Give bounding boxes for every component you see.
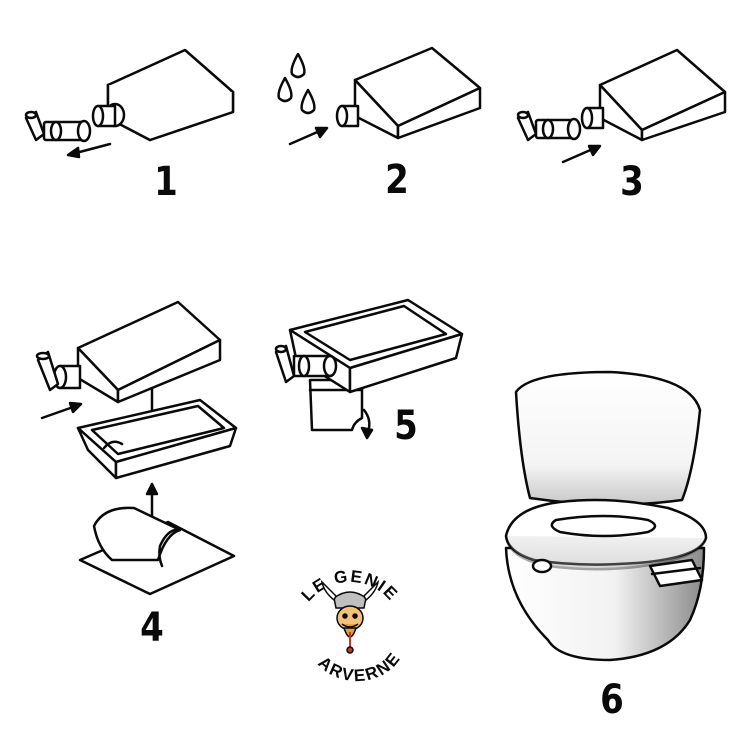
seat-tray <box>648 558 704 588</box>
arrow-icon <box>561 144 602 164</box>
paper-holder-icon <box>24 110 92 143</box>
step-number-6: 6 <box>600 677 624 723</box>
toilet-icon <box>504 370 708 662</box>
spout-icon <box>35 350 82 392</box>
step-number-4: 4 <box>140 605 164 651</box>
tray-icon <box>288 298 464 394</box>
step-2-illustration <box>277 46 482 146</box>
paper-holder-icon <box>274 344 338 384</box>
toilet-lid <box>514 370 702 506</box>
step-3-illustration <box>516 48 727 164</box>
water-drops-icon <box>277 52 316 115</box>
spout-icon <box>91 102 126 128</box>
spout-icon <box>335 104 360 128</box>
refill-box-icon <box>598 48 727 142</box>
seat-opening <box>550 514 657 538</box>
tray-icon <box>76 398 238 480</box>
refill-box-icon <box>76 300 222 404</box>
refill-box-icon <box>353 46 482 140</box>
step-number-5: 5 <box>394 403 418 449</box>
step-number-1: 1 <box>154 159 178 205</box>
step-1-illustration <box>24 48 235 159</box>
step-5-illustration <box>274 298 464 440</box>
step-6-illustration <box>504 370 708 662</box>
refill-box-icon <box>106 48 235 142</box>
paper-holder-icon <box>516 110 582 142</box>
paper-sheet-icon <box>78 506 236 596</box>
step-number-3: 3 <box>620 159 644 205</box>
arrow-icon <box>66 142 112 159</box>
logo-bottom-text: ARVERNE <box>315 648 405 685</box>
logo: LE GENIE ARVERNE <box>298 567 405 686</box>
arrow-icon <box>288 126 329 146</box>
step-4-illustration <box>35 300 238 596</box>
viking-mascot-icon <box>320 579 380 654</box>
step-number-2: 2 <box>385 157 409 203</box>
arrow-icon <box>360 408 374 440</box>
arrow-icon <box>40 401 83 420</box>
spout-icon <box>580 106 605 130</box>
